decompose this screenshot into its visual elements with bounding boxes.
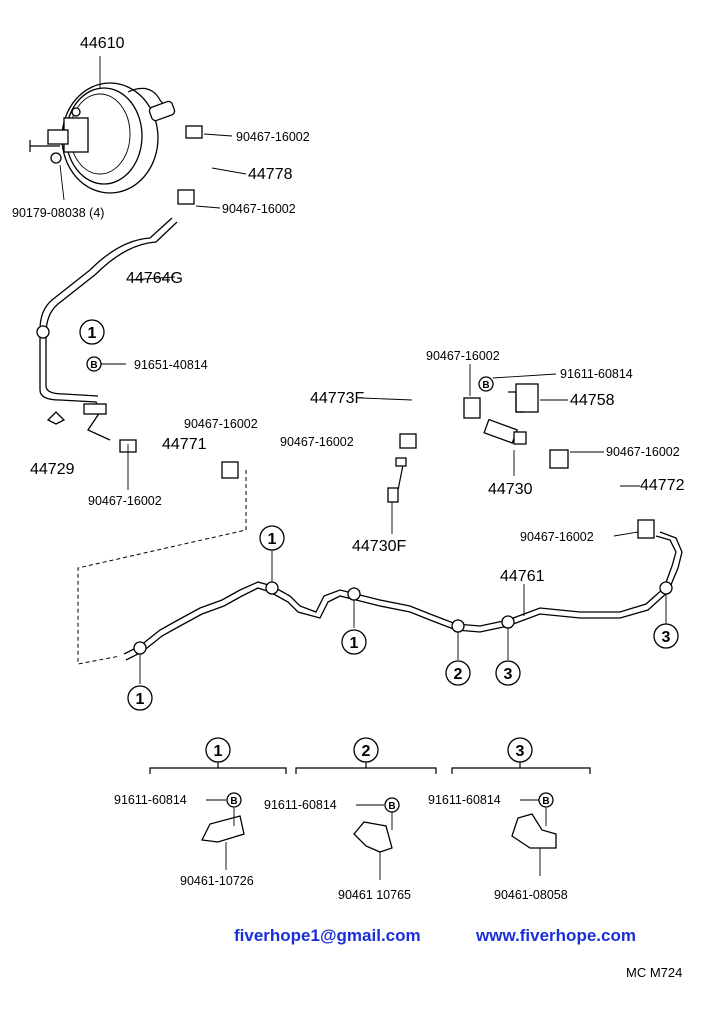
callout-1-top: 1 — [259, 525, 285, 551]
detail-1-bolt: 91611-60814 — [114, 793, 187, 807]
detail-group-2: 2 91611-60814 B 90461 10765 — [264, 737, 437, 902]
label-check-valve-right: 44730 — [488, 481, 533, 498]
bolt-marker-right: B — [478, 373, 557, 392]
svg-text:B: B — [230, 796, 237, 807]
footer-website[interactable]: www.fiverhope.com — [475, 926, 636, 945]
svg-text:1: 1 — [88, 325, 97, 342]
callout-3-main: 3 — [495, 660, 521, 686]
svg-text:3: 3 — [504, 666, 513, 683]
footer-email[interactable]: fiverhope1@gmail.com — [234, 926, 421, 945]
label-clip-left-hose: 90467-16002 — [184, 417, 258, 431]
label-bolt-left: 91651-40814 — [134, 358, 208, 372]
svg-text:B: B — [542, 796, 549, 807]
callout-1-bottom: 1 — [127, 685, 153, 711]
label-clip-center-top: 90467-16002 — [426, 349, 500, 363]
callout-3-right: 3 — [653, 623, 679, 649]
label-check-valve-center: 44730F — [352, 538, 406, 555]
label-vacuum-hose-upper: 44778 — [248, 166, 293, 183]
detail-2-clamp: 90461 10765 — [338, 888, 411, 902]
label-bracket-right: 44758 — [570, 392, 615, 409]
callout-1-left-tube: 1 — [79, 319, 105, 345]
label-clip-upper-a: 90467-16002 — [236, 130, 310, 144]
svg-text:3: 3 — [662, 629, 671, 646]
left-vacuum-tube — [36, 217, 178, 441]
bolt-marker-left: B — [86, 356, 126, 372]
label-clip-left-lower: 90467-16002 — [88, 494, 162, 508]
callout-1-mid: 1 — [341, 629, 367, 655]
upper-hose-assembly — [177, 125, 247, 209]
left-hose-assembly — [77, 439, 247, 665]
label-hose-center: 44773F — [310, 390, 364, 407]
label-bolt-right: 91611-60814 — [560, 367, 633, 381]
label-clip-right-b: 90467-16002 — [520, 530, 594, 544]
footer-code: MC M724 — [626, 965, 682, 980]
detail-1-clamp: 90461-10726 — [180, 874, 254, 888]
detail-group-3: 3 91611-60814 B 90461-08058 — [428, 737, 591, 902]
svg-text:2: 2 — [454, 666, 463, 683]
right-hose-assembly — [549, 449, 655, 539]
brake-booster — [29, 56, 176, 201]
label-clip-center-left: 90467-16002 — [280, 435, 354, 449]
label-brake-booster: 44610 — [80, 35, 125, 52]
svg-text:1: 1 — [268, 531, 277, 548]
label-vacuum-tube-main: 44761 — [500, 568, 545, 585]
svg-text:1: 1 — [136, 691, 145, 708]
main-vacuum-tube — [123, 531, 683, 684]
label-clip-upper-b: 90467-16002 — [222, 202, 296, 216]
svg-text:1: 1 — [350, 635, 359, 652]
label-hose-right: 44772 — [640, 477, 685, 494]
detail-2-bolt: 91611-60814 — [264, 798, 337, 812]
label-booster-nut: 90179-08038 (4) — [12, 206, 104, 220]
svg-text:1: 1 — [214, 743, 223, 760]
detail-3-clamp: 90461-08058 — [494, 888, 568, 902]
callout-2-main: 2 — [445, 660, 471, 686]
label-grommet: 44729 — [30, 461, 75, 478]
label-vacuum-tube-left: 44764G — [126, 270, 183, 287]
detail-3-bolt: 91611-60814 — [428, 793, 501, 807]
center-hose-assembly — [361, 364, 481, 534]
svg-text:B: B — [482, 380, 489, 391]
label-clip-right-a: 90467-16002 — [606, 445, 680, 459]
detail-group-1: 1 91611-60814 B 90461-10726 — [114, 737, 287, 888]
right-valve-assembly — [483, 383, 568, 476]
svg-text:B: B — [90, 360, 97, 371]
svg-text:B: B — [388, 801, 395, 812]
label-hose-left: 44771 — [162, 436, 207, 453]
svg-text:3: 3 — [516, 743, 525, 760]
svg-text:2: 2 — [362, 743, 371, 760]
